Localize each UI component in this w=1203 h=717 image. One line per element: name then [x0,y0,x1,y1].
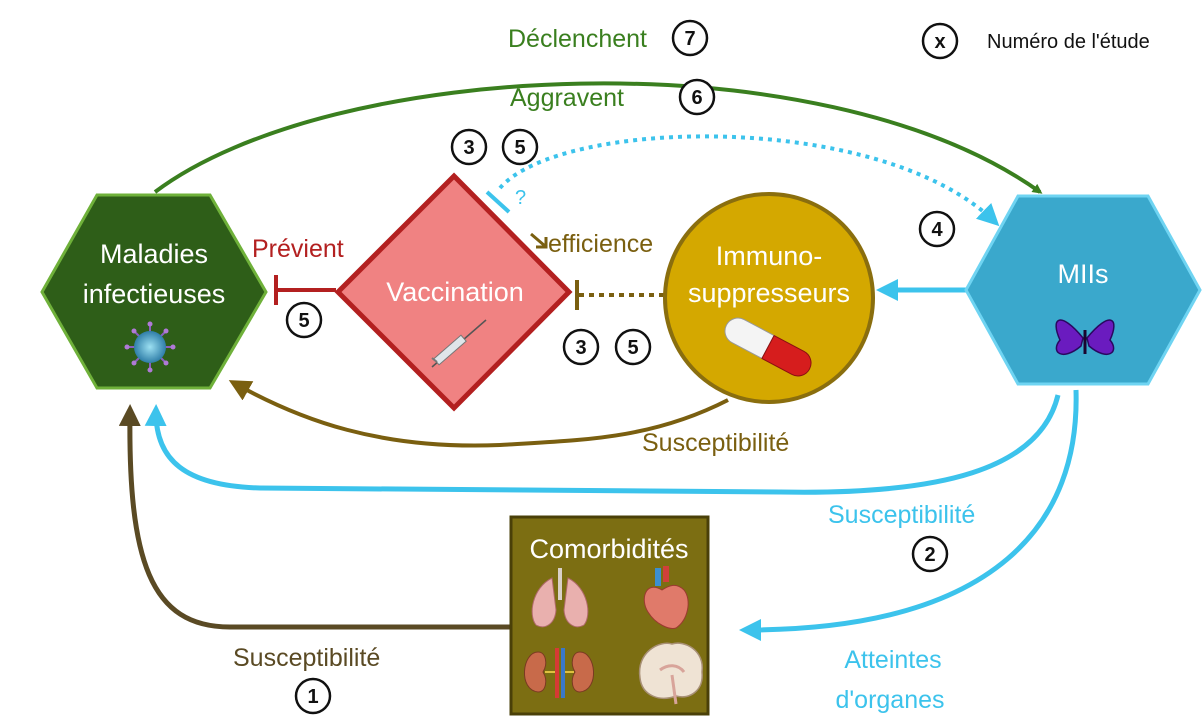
efficience-label: efficience [548,230,653,258]
study-badge-5-previent [285,301,323,339]
syringe-icon [431,319,487,368]
study-badge-1 [294,677,332,715]
kidneys-icon [524,648,594,698]
miis-susceptibility-label: Susceptibilité [828,501,975,529]
previent-label: Prévient [252,235,344,263]
edge-comorb-susceptibility [118,404,510,630]
study-number-6: 6 [691,87,702,109]
edge-organ-damage [739,389,1079,641]
organ-damage-label-line1: Atteintes [844,646,941,674]
virus-icon [124,321,176,373]
immuno-label-line1: Immuno- [716,241,823,271]
study-badge-5-bottom [614,328,652,366]
study-number-5-bottom: 5 [627,337,638,359]
study-number-7: 7 [684,28,695,50]
immuno-susceptibility-label: Susceptibilité [642,429,789,457]
organ-damage-label-line2: d'organes [835,686,944,714]
edge-declenchent [153,81,1043,194]
infectious-label-line1: Maladies [100,239,208,269]
study-number-5-top: 5 [514,137,525,159]
edge-miis-susceptibility [144,394,1061,495]
pill-icon [724,317,812,377]
node-miis: MIIs [964,194,1202,386]
node-immunosuppressants: Immuno- suppresseurs [663,192,875,404]
edge-immuno-susceptibility [228,380,729,448]
butterfly-icon [1055,319,1115,356]
immuno-label-line2: suppresseurs [688,278,850,308]
study-badge-6 [678,78,716,116]
study-badge-2 [911,535,949,573]
study-number-3-bottom: 3 [575,337,586,359]
brain-icon [638,642,703,705]
legend: x Numéro de l'étude [921,22,1150,60]
study-number-2: 2 [924,544,935,566]
node-comorbidities: Comorbidités [509,515,710,716]
declenchent-label: Déclenchent [508,25,647,53]
study-badge-4 [918,210,956,248]
study-badge-5-top [501,128,539,166]
study-number-1: 1 [307,686,318,708]
comorbidities-label: Comorbidités [529,534,688,564]
heart-icon [643,566,689,629]
node-infectious-diseases: Maladies infectieuses [40,193,268,390]
study-number-4: 4 [931,219,943,241]
lungs-icon [531,568,589,628]
study-badge-7 [671,19,709,57]
infectious-label-line2: infectieuses [83,279,226,309]
legend-badge [921,22,959,60]
vaccination-label: Vaccination [386,277,524,307]
node-vaccination: Vaccination [334,172,573,412]
comorb-susceptibility-label: Susceptibilité [233,644,380,672]
question-mark: ? [515,187,526,209]
miis-label: MIIs [1058,259,1109,289]
aggravent-label: Aggravent [510,84,624,112]
study-number-5-previent: 5 [298,310,309,332]
legend-label: Numéro de l'étude [987,31,1150,53]
edge-vaccination-miis-bar [485,190,511,214]
study-badge-3-top [450,128,488,166]
legend-symbol: x [934,31,945,53]
efficience-arrow-icon [530,232,548,249]
study-badge-3-bottom [562,328,600,366]
edge-vaccination-miis [498,134,1000,227]
study-number-3-top: 3 [463,137,474,159]
